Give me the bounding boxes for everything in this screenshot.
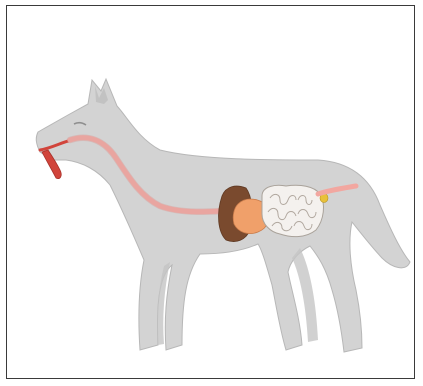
small-intestine	[262, 185, 323, 236]
